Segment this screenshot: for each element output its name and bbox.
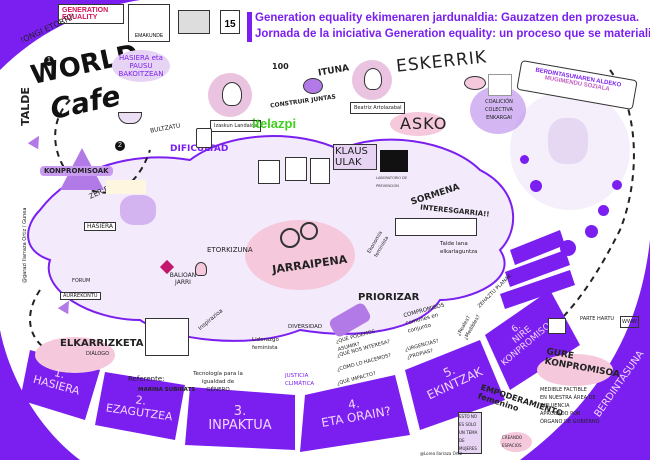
step-block-5 (405, 340, 505, 430)
people-group-illustration (548, 118, 588, 164)
calendar-date: 15 (224, 19, 236, 30)
header: Generation equality ekimenaren jardunald… (247, 10, 650, 42)
title-spanish: Jornada de la iniciativa Generation equa… (255, 28, 650, 40)
numbers-label: 100 (272, 62, 289, 71)
calendar-icon: 15 (220, 10, 240, 34)
checklist-item: EN NUESTRA ÁREA DE INFLUENCIA (540, 395, 596, 409)
emakunde-logo: EMAKUNDE (128, 4, 170, 42)
decor-dot (530, 180, 542, 192)
forum-label: FORUM (72, 278, 91, 284)
justicia-label: JUSTICIA CLIMÁTICA (285, 373, 315, 387)
decor-dot (560, 240, 576, 256)
step-block-6 (485, 290, 580, 390)
talde-lana-label: Talde lana elkarlaguntza (440, 241, 478, 255)
decor-dot (585, 225, 598, 238)
emakunde-logo-text: EMAKUNDE (134, 33, 164, 39)
coalicion-label: COALICIÓN COLECTIVA ENKARGAI (485, 99, 513, 121)
diversidad-label: DIVERSIDAD (288, 324, 323, 330)
document-icon (285, 157, 307, 181)
people-illustration (120, 195, 156, 225)
calendar-sticker-icon (548, 318, 566, 334)
step-block-2 (95, 372, 185, 440)
spiral-logo (380, 150, 408, 172)
title-basque: Generation equality ekimenaren jardunald… (255, 12, 640, 24)
tecnologia-label: Tecnología para la igualdad de GÉNERO (193, 371, 243, 393)
gender-symbol-icon (300, 222, 318, 240)
gure-konpromisoa-blob (537, 354, 613, 386)
kamera-label: LABORATORIO DE PREVENCIÓN (376, 176, 408, 188)
aurrekontu-label: AURREKONTU (60, 292, 101, 300)
kompromisoak-label: KONPROMISOAK (40, 166, 113, 176)
sponsor-logo-small (106, 180, 146, 194)
step-3-label: INPAKTUA (208, 417, 272, 433)
decor-dot (612, 180, 622, 190)
step-marker-2: 2 (115, 141, 125, 151)
corner-swoosh (0, 0, 140, 70)
title-accent-bar (247, 12, 252, 42)
step-marker-1: 1 (44, 56, 54, 66)
decor-dot (520, 155, 529, 164)
sponsor-logo (488, 74, 512, 96)
right-band (520, 240, 650, 460)
esto-no-sign: ESTO NO ES SOLO UN TEMA DE MUJERES (458, 412, 482, 454)
klausulak-label: KLAUSULAK (333, 144, 377, 170)
stripe (500, 270, 575, 309)
jarraipena-blob (245, 220, 355, 290)
globe-icon (303, 78, 323, 94)
step-3: 3. INPAKTUA (190, 405, 290, 432)
credit-text: @garazi Ilarraza Ortiz / Gunea (22, 207, 28, 283)
portrait-1 (222, 82, 242, 106)
talde-label: TALDE (18, 87, 32, 126)
priorizar-label: PRIORIZAR (358, 292, 420, 303)
dialogo-label: DIÁLOGO (86, 351, 110, 357)
bbk-logo (464, 76, 486, 90)
dificultad-label: DIFICULTAD (170, 144, 229, 154)
stripe (505, 250, 570, 287)
stripe (510, 230, 565, 265)
person1-nameplate: Izaskun Landaida (210, 120, 262, 132)
referente-label: Referente: (128, 375, 165, 383)
lightbulb-icon (195, 262, 207, 276)
liderazgo-label: Liderazgo feminista (252, 337, 279, 351)
dashed-path-right (559, 69, 635, 321)
decor-dot (598, 205, 609, 216)
hasiera-sign: HASIERA (84, 222, 117, 231)
itelazpi-logo: itelazpi (252, 116, 297, 131)
speech-bubble: HASIERA eta PAUSU BAKOITZEAN (112, 50, 170, 82)
person2-nameplate: Beatriz Artolazabal (350, 102, 406, 114)
step-3-number: 3. (233, 404, 247, 419)
laptop-icon: WWW (620, 316, 639, 328)
left-band (0, 330, 80, 460)
hourglass-icon (196, 128, 212, 148)
printer-icon (178, 10, 210, 34)
step-block-3 (185, 387, 295, 450)
elkarrizketa-label: ELKARRIZKETA (60, 338, 144, 349)
parte-hartu-label: PARTE HARTU (580, 316, 615, 322)
signature-label: @Lorea Ilarraza Ortiz (420, 451, 463, 456)
etorkizuna-label: ETORKIZUNA (207, 246, 253, 254)
asko-label: ASKO (400, 114, 448, 133)
magnifier-icon (280, 228, 300, 248)
checklist: MEDIBLE FACTIBLE EN NUESTRA ÁREA DE INFL… (540, 386, 602, 426)
document-icon (258, 160, 280, 184)
generation-equality-logo: GENERATION EQUALITY (58, 4, 124, 24)
buildings-illustration (395, 218, 477, 236)
checklist-item: MEDIBLE FACTIBLE (540, 387, 587, 393)
marina-label: MARINA SUBIRATS (138, 387, 196, 393)
coalicion-blob (470, 86, 526, 134)
step-block-4 (300, 375, 410, 452)
document-icon (310, 158, 330, 184)
portrait-2 (364, 68, 382, 90)
asko-blob (390, 112, 446, 136)
generation-equality-logo-text: GENERATION EQUALITY (62, 7, 109, 21)
creando-espacios-label: CREANDO ESPACIOS (500, 432, 532, 452)
balioan-jarri-label: BALIOAN JARRI (169, 272, 197, 286)
checklist-item: APROBADO POR ÓRGANO DE GOBIERNO (540, 411, 600, 425)
open-book-icon (145, 318, 189, 356)
elkarrizketa-blob (35, 337, 115, 373)
